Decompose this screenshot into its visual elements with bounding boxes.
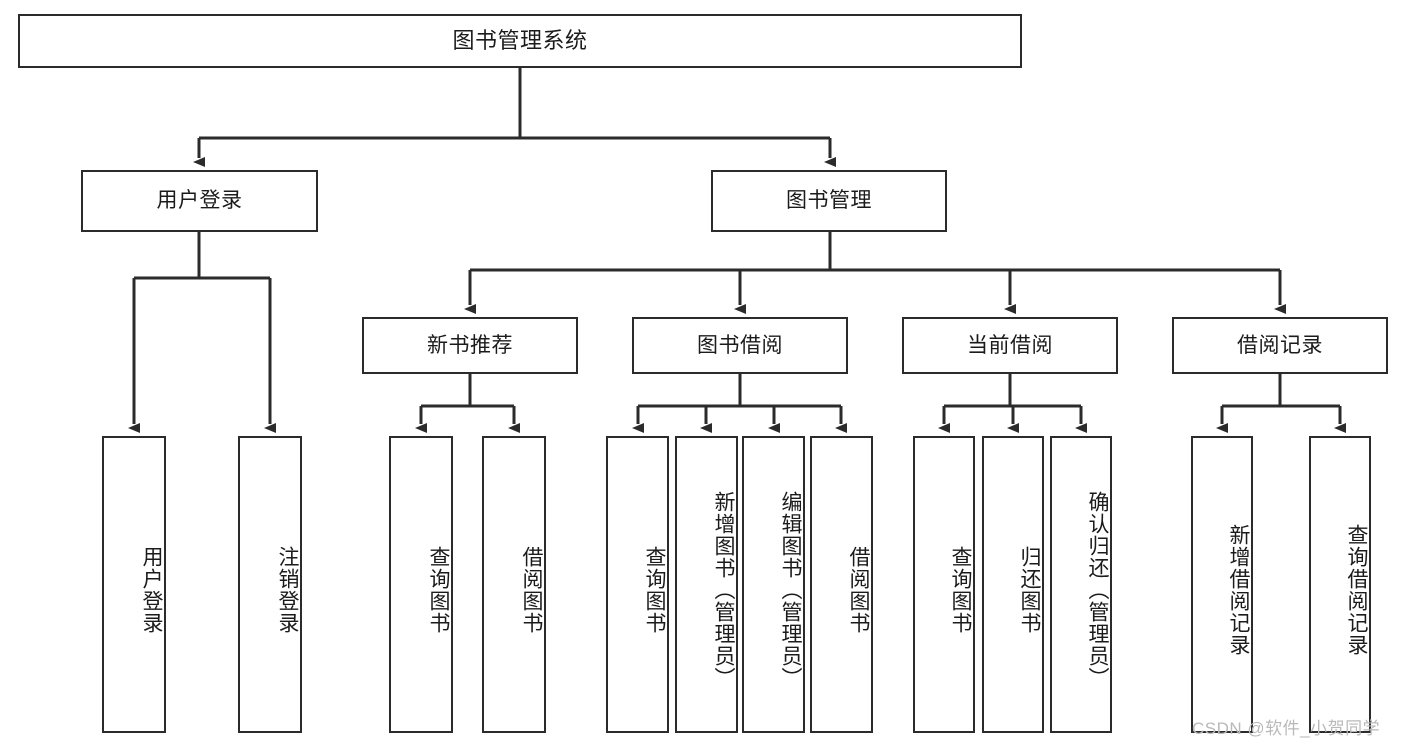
node-leaf-query-book-2[interactable]: 查询图书 xyxy=(606,436,669,733)
node-leaf-edit-book[interactable]: 编辑图书（管理员） xyxy=(742,436,805,733)
node-leaf-return-book-label: 归还图书 xyxy=(1018,545,1041,634)
node-leaf-user-logout-label: 注销登录 xyxy=(276,545,299,634)
node-leaf-query-book-1[interactable]: 查询图书 xyxy=(389,436,453,733)
node-leaf-add-record[interactable]: 新增借阅记录 xyxy=(1191,436,1253,733)
node-leaf-user-logout[interactable]: 注销登录 xyxy=(238,436,302,733)
node-leaf-query-book-3[interactable]: 查询图书 xyxy=(913,436,975,733)
node-leaf-user-login[interactable]: 用户登录 xyxy=(102,436,166,733)
node-leaf-query-book-3-label: 查询图书 xyxy=(949,545,972,634)
node-leaf-add-book-label: 新增图书（管理员） xyxy=(712,490,735,689)
node-leaf-query-record[interactable]: 查询借阅记录 xyxy=(1309,436,1371,733)
node-leaf-add-record-label: 新增借阅记录 xyxy=(1227,523,1250,656)
node-book-manage[interactable]: 图书管理 xyxy=(711,170,947,232)
node-user-login[interactable]: 用户登录 xyxy=(81,170,318,232)
node-book-manage-label: 图书管理 xyxy=(786,189,872,213)
node-leaf-borrow-book-2-label: 借阅图书 xyxy=(847,545,870,634)
node-borrow-record[interactable]: 借阅记录 xyxy=(1172,317,1388,374)
node-leaf-confirm-return[interactable]: 确认归还（管理员） xyxy=(1050,436,1112,733)
node-new-book-rec[interactable]: 新书推荐 xyxy=(362,317,578,374)
csdn-watermark: CSDN @软件_小贺同学 xyxy=(1192,719,1381,738)
node-book-borrow-label: 图书借阅 xyxy=(697,333,783,357)
node-leaf-return-book[interactable]: 归还图书 xyxy=(982,436,1044,733)
node-leaf-query-book-1-label: 查询图书 xyxy=(427,545,450,634)
node-leaf-confirm-return-label: 确认归还（管理员） xyxy=(1086,490,1109,689)
node-leaf-borrow-book-2[interactable]: 借阅图书 xyxy=(810,436,873,733)
node-book-borrow[interactable]: 图书借阅 xyxy=(632,317,848,374)
node-leaf-edit-book-label: 编辑图书（管理员） xyxy=(779,490,802,689)
node-current-borrow[interactable]: 当前借阅 xyxy=(902,317,1118,374)
node-leaf-query-record-label: 查询借阅记录 xyxy=(1345,523,1368,656)
node-borrow-record-label: 借阅记录 xyxy=(1237,333,1323,357)
node-leaf-borrow-book-1[interactable]: 借阅图书 xyxy=(482,436,546,733)
node-root-label: 图书管理系统 xyxy=(452,27,588,53)
node-leaf-add-book[interactable]: 新增图书（管理员） xyxy=(675,436,738,733)
node-leaf-borrow-book-1-label: 借阅图书 xyxy=(520,545,543,634)
node-leaf-user-login-label: 用户登录 xyxy=(140,545,163,634)
node-current-borrow-label: 当前借阅 xyxy=(967,333,1053,357)
node-root[interactable]: 图书管理系统 xyxy=(18,14,1022,68)
node-leaf-query-book-2-label: 查询图书 xyxy=(643,545,666,634)
node-user-login-label: 用户登录 xyxy=(156,189,243,213)
node-new-book-rec-label: 新书推荐 xyxy=(427,333,513,357)
